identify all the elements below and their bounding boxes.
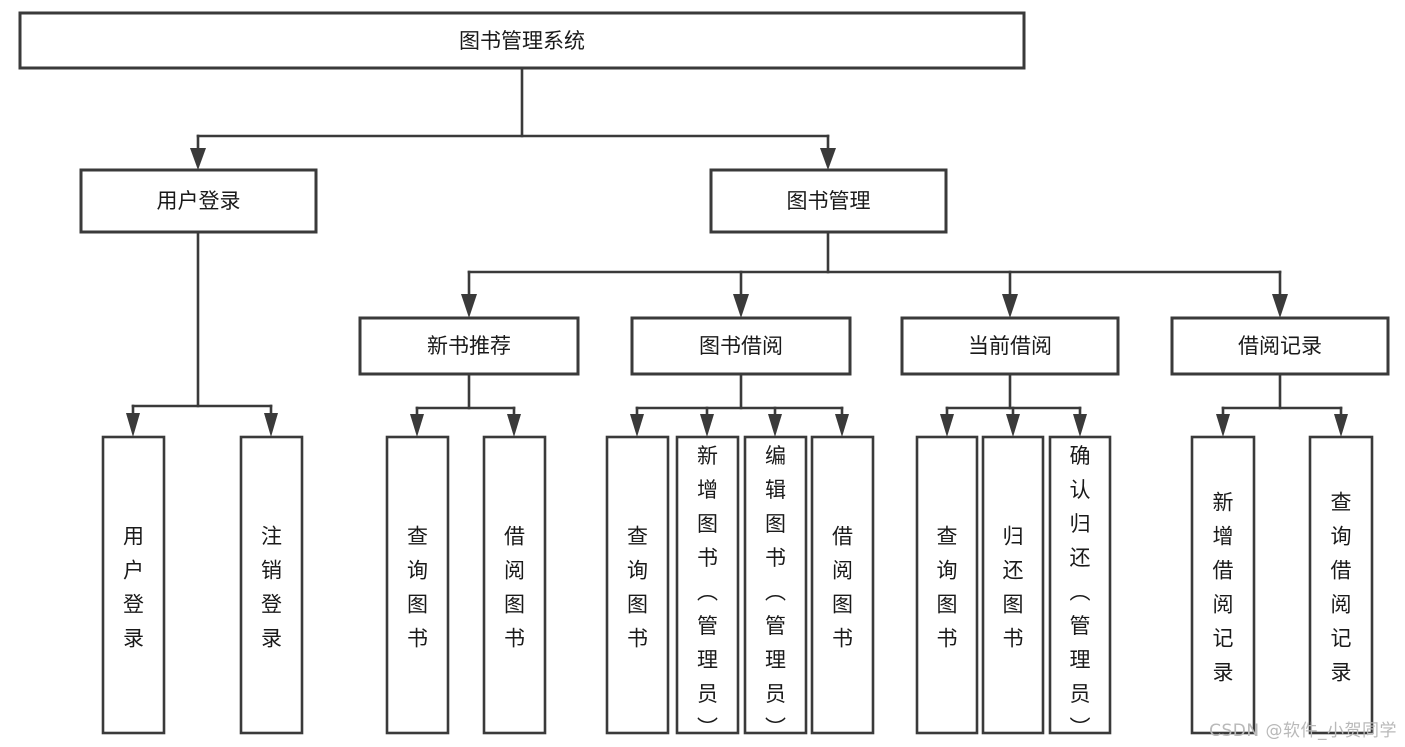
arrow-leaf-borrow-book-1 [507, 414, 521, 437]
leaf-borrow-book-2-label: 借阅图书 [832, 525, 853, 651]
book-borrow-box-label: 图书借阅 [699, 334, 783, 358]
current-borrow-box-rect[interactable] [900, 316, 1120, 376]
leaf-node-leaf-borrow-book-1[interactable]: 借阅图书 [482, 435, 547, 735]
arrow-current-borrow [1002, 294, 1018, 318]
arrow-leaf-user-login [126, 413, 140, 437]
leaf-add-book-label: 新增图书︵管理员︶ [697, 444, 718, 740]
arrow-leaf-edit-book [768, 414, 782, 437]
node-boxes: 图书管理系统 用户登录 图书管理 新书推荐 图书借阅 [18, 11, 1390, 740]
node-root-图书管理系统[interactable]: 图书管理系统 [18, 11, 1026, 70]
user-login-box-rect[interactable] [79, 168, 318, 234]
connector-lines [126, 66, 1348, 437]
leaf-borrow-book-1-rect[interactable] [482, 435, 547, 735]
leaf-node-leaf-query-borrow-record[interactable]: 查询借阅记录 [1308, 435, 1374, 735]
arrow-leaf-add-borrow-record [1216, 414, 1230, 437]
leaf-borrow-book-2-rect[interactable] [810, 435, 875, 735]
leaf-confirm-return-rect[interactable] [1048, 435, 1112, 735]
leaf-query-book-3-rect[interactable] [915, 435, 979, 735]
book-borrow-box-rect[interactable] [630, 316, 852, 376]
leaf-query-borrow-record-label: 查询借阅记录 [1331, 491, 1352, 685]
arrow-leaf-user-logout [264, 413, 278, 437]
arrow-leaf-query-borrow-record [1334, 414, 1348, 437]
leaf-user-logout-label: 注销登录 [261, 525, 282, 651]
node-borrow-record[interactable]: 借阅记录 [1170, 316, 1390, 376]
leaf-query-book-2-label: 查询图书 [627, 525, 648, 651]
arrow-leaf-query-book-3 [940, 414, 954, 437]
new-book-recommend-box-label: 新书推荐 [427, 334, 511, 358]
leaf-add-book-rect[interactable] [675, 435, 740, 735]
leaf-node-leaf-edit-book[interactable]: 编辑图书︵管理员︶ [743, 435, 808, 740]
leaf-node-leaf-user-logout[interactable]: 注销登录 [239, 435, 304, 735]
arrow-to-book-management [820, 148, 836, 170]
borrow-record-box-label: 借阅记录 [1238, 334, 1322, 358]
node-new-book-recommend[interactable]: 新书推荐 [358, 316, 580, 376]
arrow-leaf-query-book-1 [410, 414, 424, 437]
user-login-box-label: 用户登录 [157, 189, 241, 213]
arrow-borrow-record [1272, 294, 1288, 318]
leaf-confirm-return-label: 确认归还︵管理员︶ [1070, 444, 1091, 740]
book-management-box-label: 图书管理 [787, 189, 871, 213]
leaf-edit-book-rect[interactable] [743, 435, 808, 735]
current-borrow-box-label: 当前借阅 [968, 334, 1052, 358]
leaf-return-book-rect[interactable] [981, 435, 1045, 735]
leaf-borrow-book-1-label: 借阅图书 [504, 525, 525, 651]
leaf-add-borrow-record-rect[interactable] [1190, 435, 1256, 735]
leaf-node-leaf-user-login[interactable]: 用户登录 [101, 435, 166, 735]
leaf-query-book-3-label: 查询图书 [937, 525, 958, 651]
leaf-query-book-1-rect[interactable] [385, 435, 450, 735]
leaf-node-leaf-add-book[interactable]: 新增图书︵管理员︶ [675, 435, 740, 740]
arrow-leaf-return-book [1006, 414, 1020, 437]
root-box-label: 图书管理系统 [459, 29, 585, 53]
arrow-leaf-query-book-2 [630, 414, 644, 437]
new-book-recommend-box-rect[interactable] [358, 316, 580, 376]
book-management-box-rect[interactable] [709, 168, 948, 234]
borrow-record-box-rect[interactable] [1170, 316, 1390, 376]
leaf-nodes: 用户登录 注销登录 查询图书 借阅图书 查询图书 新增图书︵管理员︶ 编辑图书︵管理员︶ 借阅… [101, 435, 1374, 740]
arrow-book-borrow [733, 294, 749, 318]
leaf-node-leaf-borrow-book-2[interactable]: 借阅图书 [810, 435, 875, 735]
node-book-management[interactable]: 图书管理 [709, 168, 948, 234]
leaf-node-leaf-query-book-1[interactable]: 查询图书 [385, 435, 450, 735]
leaf-edit-book-label: 编辑图书︵管理员︶ [765, 444, 786, 740]
leaf-query-book-1-label: 查询图书 [407, 525, 428, 651]
leaf-query-borrow-record-rect[interactable] [1308, 435, 1374, 735]
leaf-node-leaf-add-borrow-record[interactable]: 新增借阅记录 [1190, 435, 1256, 735]
arrow-to-user-login [190, 148, 206, 170]
node-current-borrow[interactable]: 当前借阅 [900, 316, 1120, 376]
leaf-return-book-label: 归还图书 [1003, 525, 1024, 651]
leaf-node-leaf-query-book-2[interactable]: 查询图书 [605, 435, 670, 735]
leaf-user-login-label: 用户登录 [123, 525, 144, 651]
leaf-user-login-rect[interactable] [101, 435, 166, 735]
leaf-add-borrow-record-label: 新增借阅记录 [1213, 491, 1234, 685]
leaf-node-leaf-confirm-return[interactable]: 确认归还︵管理员︶ [1048, 435, 1112, 740]
arrow-leaf-add-book [700, 414, 714, 437]
leaf-user-logout-rect[interactable] [239, 435, 304, 735]
arrow-leaf-borrow-book-2 [835, 414, 849, 437]
arrow-leaf-confirm-return [1073, 414, 1087, 437]
leaf-query-book-2-rect[interactable] [605, 435, 670, 735]
node-user-login[interactable]: 用户登录 [79, 168, 318, 234]
arrow-new-book-recommend [461, 294, 477, 318]
root-box-rect[interactable] [18, 11, 1026, 70]
node-book-borrow[interactable]: 图书借阅 [630, 316, 852, 376]
leaf-node-leaf-return-book[interactable]: 归还图书 [981, 435, 1045, 735]
leaf-node-leaf-query-book-3[interactable]: 查询图书 [915, 435, 979, 735]
